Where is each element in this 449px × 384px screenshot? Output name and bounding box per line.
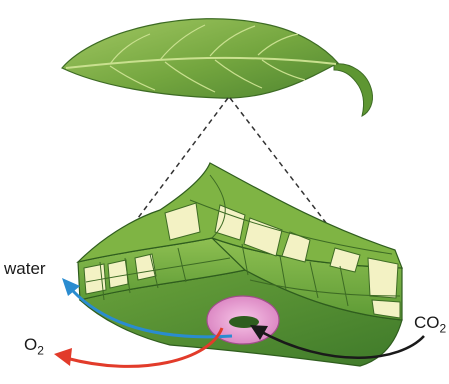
carbon-dioxide-label-main: CO: [414, 313, 440, 332]
carbon-dioxide-label-subscript: 2: [440, 321, 447, 335]
oxygen-label: O2: [24, 335, 44, 357]
leaf-stem: [334, 64, 373, 116]
carbon-dioxide-label: CO2: [414, 313, 446, 335]
cross-section-block: [78, 163, 402, 366]
leaf: [62, 19, 373, 116]
oxygen-label-subscript: 2: [37, 343, 44, 357]
water-label: water: [4, 259, 46, 279]
oxygen-label-main: O: [24, 335, 37, 354]
